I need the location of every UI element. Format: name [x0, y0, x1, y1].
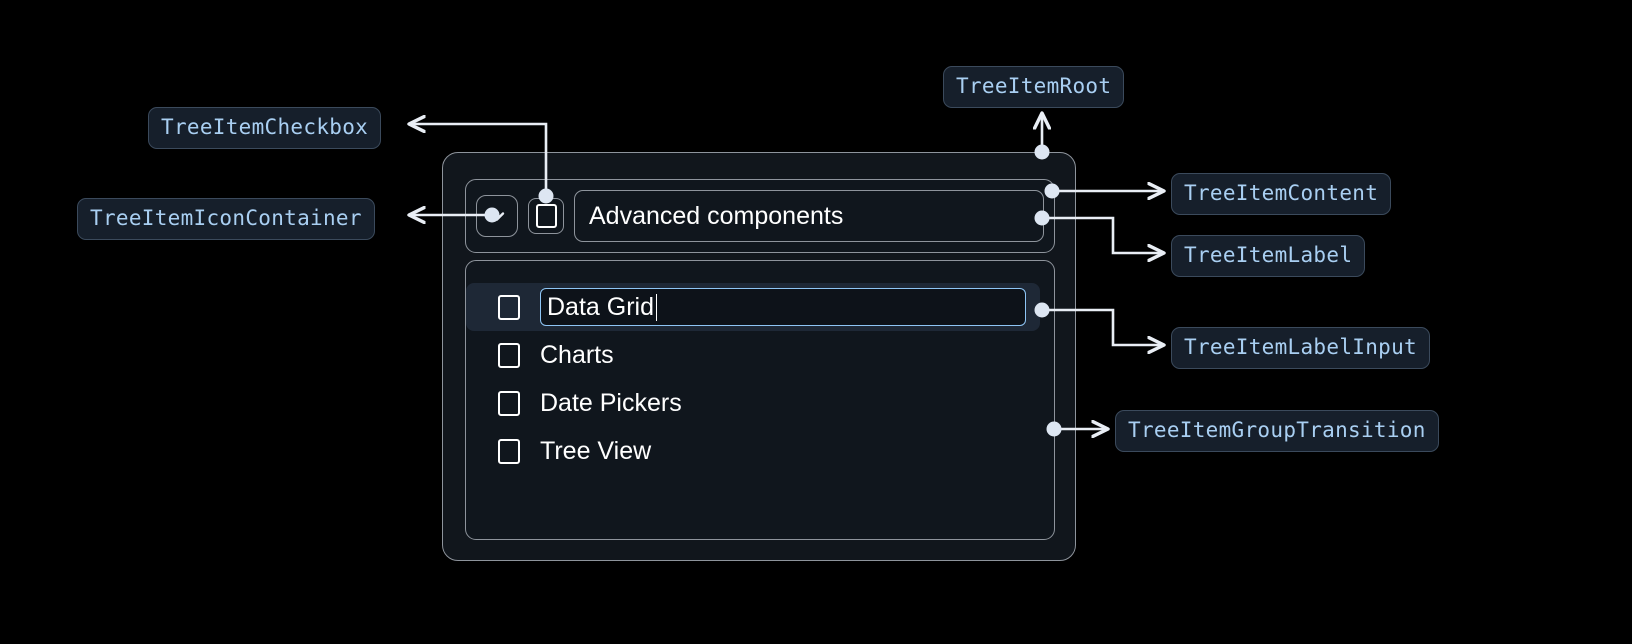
tree-item-checkbox[interactable]	[498, 294, 520, 320]
tree-item-label: Date Pickers	[540, 388, 682, 417]
tree-item-label-input-value: Data Grid	[547, 292, 654, 321]
tree-item-child-row[interactable]: Date Pickers	[466, 379, 1054, 427]
text-caret	[655, 293, 658, 321]
checkbox-box-icon	[535, 204, 557, 228]
tree-item-child-row[interactable]: Tree View	[466, 427, 1054, 475]
tree-item-label: Charts	[540, 340, 614, 369]
tree-item-label-text: Advanced components	[589, 201, 844, 230]
tree-item-checkbox[interactable]	[498, 342, 520, 368]
tree-item-root[interactable]: Advanced components Data Grid Charts Dat…	[442, 152, 1076, 561]
chevron-down-icon	[485, 204, 509, 228]
tree-item-icon-container[interactable]	[476, 195, 518, 237]
tree-item-content[interactable]: Advanced components	[465, 179, 1055, 253]
tree-item-child-row[interactable]: Charts	[466, 331, 1054, 379]
tree-item-checkbox[interactable]	[498, 438, 520, 464]
tree-item-group-transition: Data Grid Charts Date Pickers Tree View	[465, 260, 1055, 540]
tree-item-label[interactable]: Advanced components	[574, 190, 1044, 242]
tree-item-label-input[interactable]: Data Grid	[540, 288, 1026, 326]
annotation-badge-tree-item-checkbox: TreeItemCheckbox	[148, 107, 382, 149]
tree-item-child-row[interactable]: Data Grid	[466, 283, 1040, 331]
tree-item-checkbox[interactable]	[498, 390, 520, 416]
annotation-badge-tree-item-label: TreeItemLabel	[1171, 235, 1366, 277]
annotation-badge-tree-item-label-input: TreeItemLabelInput	[1171, 327, 1430, 369]
annotation-badge-tree-item-content: TreeItemContent	[1171, 173, 1392, 215]
annotation-badge-tree-item-icon-container: TreeItemIconContainer	[77, 198, 375, 240]
tree-item-checkbox[interactable]	[528, 198, 564, 234]
tree-item-label: Tree View	[540, 436, 652, 465]
annotation-badge-tree-item-root: TreeItemRoot	[943, 66, 1125, 108]
annotation-badge-tree-item-group-transition: TreeItemGroupTransition	[1115, 410, 1439, 452]
